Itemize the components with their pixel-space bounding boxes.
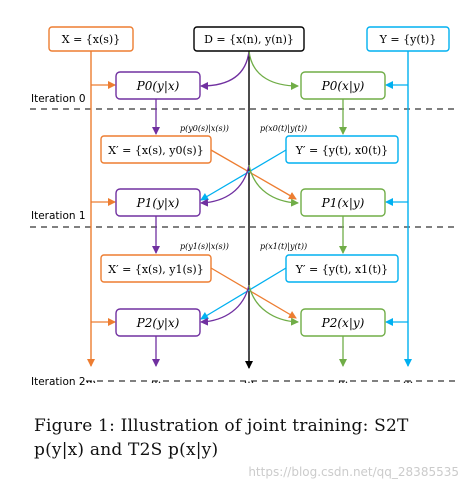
x-prime-1-label: X′ = {x(s), y1(s)} — [108, 263, 203, 276]
d-to-t2s-0 — [248, 50, 299, 90]
d-to-s2t-0 — [200, 50, 250, 90]
ellipsis-y: ··· — [403, 376, 414, 389]
ellipsis-t2s: ··· — [338, 376, 349, 389]
s2t-model-0: P0(y|x) — [115, 71, 201, 100]
s2t-model-1-label: P1(y|x) — [136, 196, 180, 210]
d-to-t2s-2 — [248, 284, 299, 326]
iteration-1-label: Iteration 1 — [31, 210, 86, 222]
source-y-box: Y = {y(t)} — [366, 26, 450, 52]
caption-line-1: Figure 1: Illustration of joint training… — [34, 416, 409, 436]
x-prime-box-0: X′ = {x(s), y0(s)} — [100, 135, 212, 164]
t2s-model-1-label: P1(x|y) — [321, 196, 365, 210]
xprime0-to-t2s1 — [210, 149, 297, 200]
t2s-model-2: P2(x|y) — [300, 308, 386, 337]
iteration-2-label: Iteration 2··· — [31, 376, 96, 388]
iteration-separators — [30, 108, 458, 382]
t2s-model-1: P1(x|y) — [300, 188, 386, 217]
ellipsis-d: ··· — [244, 376, 255, 389]
caption-line-2: p(y|x) and T2S p(x|y) — [34, 440, 219, 460]
source-x-box: X = {x(s)} — [48, 26, 134, 52]
watermark-url: https://blog.csdn.net/qq_28385535 — [248, 465, 459, 479]
d-to-t2s-1 — [248, 164, 299, 207]
yprime1-to-s2t2 — [200, 267, 287, 320]
ellipsis-x: ··· — [86, 376, 97, 389]
source-x-label: X = {x(s)} — [62, 33, 120, 46]
xprime1-to-t2s2 — [210, 267, 297, 319]
y-prime-box-0: Y′ = {y(t), x0(t)} — [285, 135, 399, 164]
source-d-box: D = {x(n), y(n)} — [193, 26, 305, 52]
s2t-model-2-label: P2(y|x) — [136, 316, 180, 330]
s2t-model-0-label: P0(y|x) — [136, 79, 180, 93]
weight-right-0: p(x0(t)|y(t)) — [260, 124, 307, 133]
weight-right-1: p(x1(t)|y(t)) — [260, 242, 307, 251]
y-prime-1-label: Y′ = {y(t), x1(t)} — [295, 263, 388, 276]
ellipsis-s2t: ··· — [151, 376, 162, 389]
yprime0-to-s2t1 — [200, 149, 287, 201]
weight-left-1: p(y1(s)|x(s)) — [180, 242, 229, 251]
x-prime-box-1: X′ = {x(s), y1(s)} — [100, 254, 212, 283]
figure-caption: Figure 1: Illustration of joint training… — [34, 414, 464, 462]
y-prime-box-1: Y′ = {y(t), x1(t)} — [285, 254, 399, 283]
s2t-model-2: P2(y|x) — [115, 308, 201, 337]
d-to-s2t-1 — [200, 164, 250, 207]
t2s-model-0: P0(x|y) — [300, 71, 386, 100]
t2s-model-2-label: P2(x|y) — [321, 316, 365, 330]
t2s-model-0-label: P0(x|y) — [321, 79, 365, 93]
source-d-label: D = {x(n), y(n)} — [204, 33, 294, 46]
source-y-label: Y = {y(t)} — [379, 33, 437, 46]
d-to-s2t-2 — [200, 284, 250, 326]
weight-left-0: p(y0(s)|x(s)) — [180, 124, 229, 133]
y-prime-0-label: Y′ = {y(t), x0(t)} — [295, 144, 388, 157]
iteration-0-label: Iteration 0 — [31, 93, 86, 105]
s2t-model-1: P1(y|x) — [115, 188, 201, 217]
x-prime-0-label: X′ = {x(s), y0(s)} — [108, 144, 203, 157]
